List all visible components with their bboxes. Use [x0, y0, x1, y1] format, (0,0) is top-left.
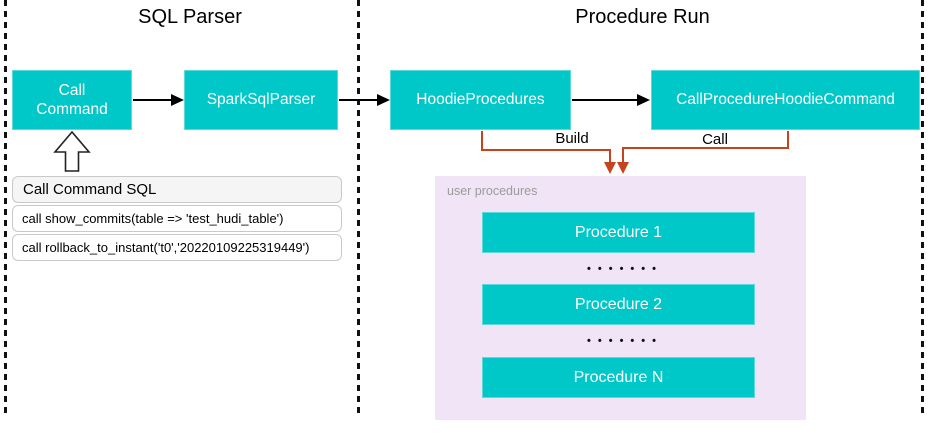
- middle-dashed-border: [357, 0, 360, 413]
- sql-parser-section-title: SQL Parser: [138, 6, 242, 28]
- right-dashed-border: [921, 0, 924, 413]
- call-edge-label: Call: [702, 131, 728, 148]
- node-call-command: Call Command: [12, 70, 132, 130]
- call-command-sql-table: Call Command SQL call show_commits(table…: [12, 176, 342, 263]
- procedure-run-section-title: Procedure Run: [575, 6, 710, 28]
- up-block-arrow-icon: [53, 130, 91, 172]
- procedure-1-box: Procedure 1: [482, 212, 755, 253]
- arrow-hoodie-procedures-to-command: [572, 94, 650, 106]
- procedure-2-box: Procedure 2: [482, 284, 755, 325]
- arrow-call-command-to-parser: [133, 94, 184, 106]
- node-spark-sql-parser-label: SparkSqlParser: [206, 91, 316, 109]
- user-procedures-panel: user procedures Procedure 1 ••••••• Proc…: [435, 176, 806, 420]
- sql-table-row: call show_commits(table => 'test_hudi_ta…: [12, 205, 342, 232]
- node-call-command-label: Call Command: [36, 81, 108, 118]
- node-hoodie-procedures-label: HoodieProcedures: [416, 91, 545, 109]
- user-procedures-label: user procedures: [447, 184, 538, 198]
- sql-table-header: Call Command SQL: [12, 176, 342, 203]
- node-call-procedure-hoodie-command: CallProcedureHoodieCommand: [651, 70, 920, 130]
- node-spark-sql-parser: SparkSqlParser: [184, 70, 338, 130]
- node-call-procedure-hoodie-command-label: CallProcedureHoodieCommand: [676, 91, 895, 109]
- build-edge-label: Build: [555, 130, 589, 147]
- sql-table-row: call rollback_to_instant('t0','202201092…: [12, 234, 342, 261]
- node-hoodie-procedures: HoodieProcedures: [390, 70, 571, 130]
- ellipsis-dots: •••••••: [587, 263, 663, 275]
- arrow-parser-to-hoodie-procedures: [339, 94, 390, 106]
- procedure-n-box: Procedure N: [482, 357, 755, 398]
- left-dashed-border: [4, 0, 7, 413]
- ellipsis-dots: •••••••: [587, 335, 663, 347]
